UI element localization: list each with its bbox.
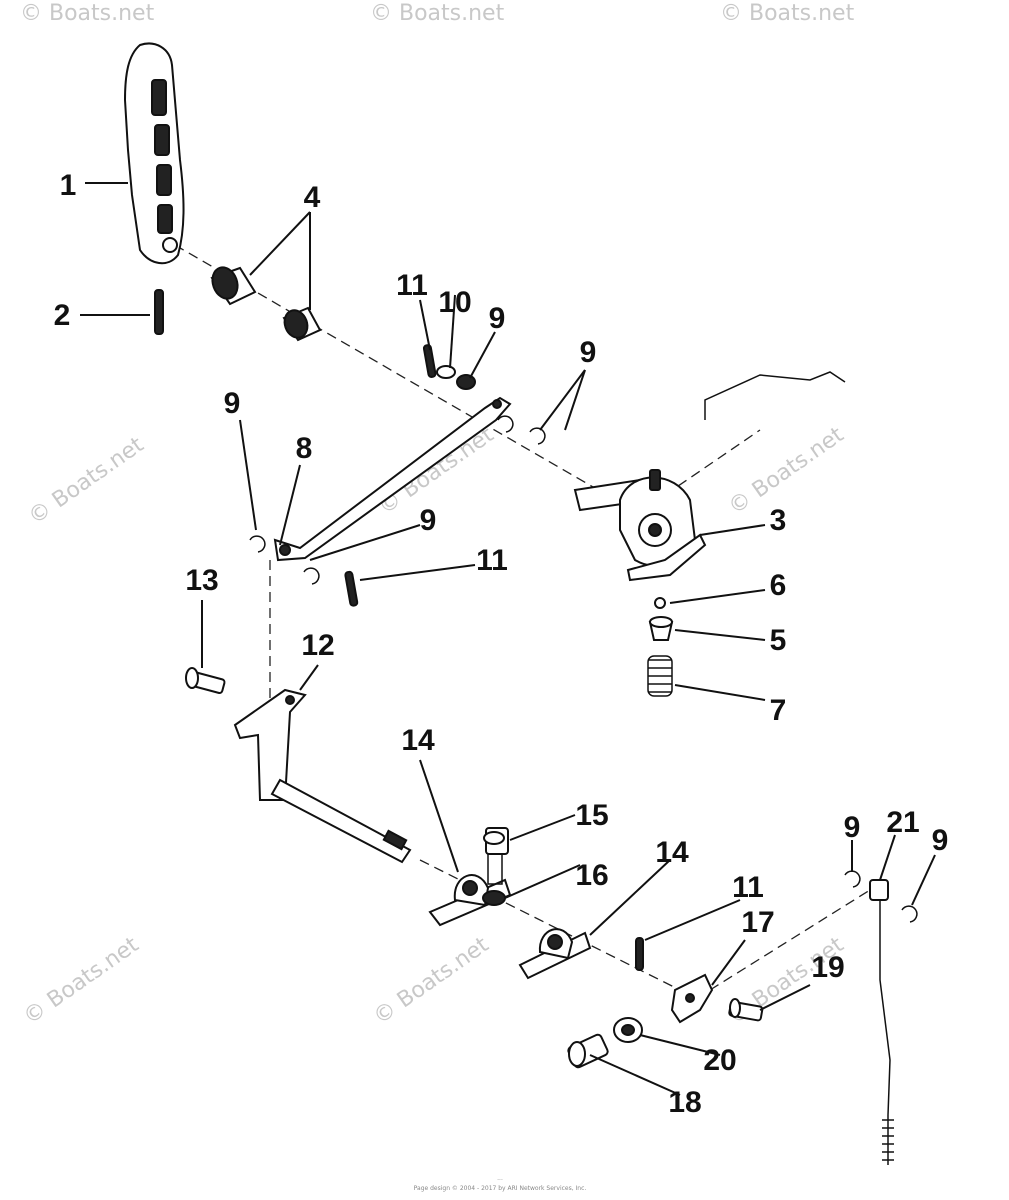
callout-10: 10 — [438, 286, 471, 319]
callout-14: 14 — [401, 724, 435, 757]
cam-assembly-part — [573, 469, 707, 582]
bolt-and-washer-parts — [482, 827, 509, 906]
cotter-and-washer-parts — [422, 344, 546, 445]
callout-9: 9 — [489, 302, 506, 335]
link-arm-part — [249, 396, 512, 607]
callout-1: 1 — [60, 169, 77, 202]
callout-5: 5 — [770, 624, 787, 657]
callout-21: 21 — [886, 806, 919, 839]
rod-axis-line — [664, 429, 761, 496]
lower-rod-part — [844, 870, 918, 1165]
lever-and-bolt-parts — [185, 667, 412, 864]
callout-11: 11 — [476, 544, 508, 577]
callout-14: 14 — [655, 836, 689, 869]
leader-lines — [80, 182, 936, 1096]
footer-code: ... — [497, 1175, 503, 1182]
bushing-parts — [210, 266, 322, 342]
watermark: © Boats.net — [369, 932, 494, 1030]
watermark: © Boats.net — [24, 432, 149, 530]
callout-9: 9 — [580, 336, 597, 369]
alignment-lines — [174, 244, 871, 1001]
callout-9: 9 — [844, 811, 861, 844]
callout-18: 18 — [668, 1086, 701, 1119]
callout-labels: 1 2 4 11 10 9 9 9 8 9 11 3 6 5 7 13 12 1… — [54, 169, 949, 1119]
pin-part — [154, 289, 164, 335]
clevis-assembly-parts — [567, 937, 764, 1069]
callout-3: 3 — [770, 504, 787, 537]
watermark: © Boats.net — [19, 932, 144, 1030]
footer: ... Page design © 2004 - 2017 by ARI Net… — [414, 1175, 587, 1192]
ball-detent-parts — [647, 597, 674, 697]
callout-11: 11 — [396, 269, 428, 302]
callout-17: 17 — [741, 906, 774, 939]
callout-16: 16 — [575, 859, 608, 892]
callout-15: 15 — [575, 799, 608, 832]
callout-20: 20 — [703, 1044, 736, 1077]
callout-11: 11 — [732, 871, 764, 904]
watermark: © Boats.net — [720, 1, 855, 26]
callout-9: 9 — [932, 824, 949, 857]
footer-copyright: Page design © 2004 - 2017 by ARI Network… — [414, 1185, 587, 1192]
callout-19: 19 — [811, 951, 844, 984]
watermark: © Boats.net — [20, 1, 155, 26]
callout-4: 4 — [304, 181, 321, 214]
callout-9: 9 — [224, 387, 241, 420]
callout-12: 12 — [301, 629, 334, 662]
callout-6: 6 — [770, 569, 787, 602]
watermark: © Boats.net — [374, 422, 499, 520]
callout-9: 9 — [420, 504, 437, 537]
callout-13: 13 — [185, 564, 218, 597]
callout-2: 2 — [54, 299, 71, 332]
callout-7: 7 — [770, 694, 787, 727]
watermark: © Boats.net — [370, 1, 505, 26]
watermark: © Boats.net — [724, 422, 849, 520]
shaft-axis-line — [174, 244, 651, 521]
callout-8: 8 — [296, 432, 313, 465]
handle-part — [123, 42, 185, 265]
throttle-rod-part — [704, 371, 846, 420]
